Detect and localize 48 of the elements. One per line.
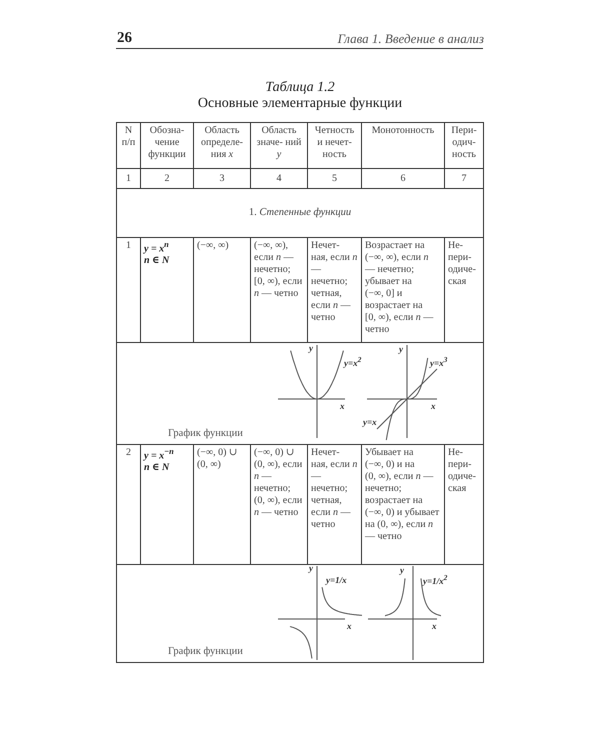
table-cell-text: Нечет- ная, если n — нечетно; четная, если n — четно <box>308 238 362 342</box>
curve-label: y=x <box>363 418 377 427</box>
axis-label: x <box>347 622 352 631</box>
column-number: 2 <box>140 168 194 188</box>
axis-label: y <box>399 345 403 354</box>
curve-label: y=1/x$^{2}$ <box>423 574 448 586</box>
table-cell-text: Возрастает на (−∞, ∞), если n — нечетно; убывает на (−∞, 0] и возрастает на [0, ∞), если n — четно <box>362 238 444 342</box>
axis-label: y <box>309 564 313 573</box>
table-cell-text: y = x$^{−n}$ n ∈ N <box>140 444 194 564</box>
table-number: Таблица 1.2 <box>264 80 336 96</box>
table-cell-text: Не- пери- одиче- ская <box>444 444 484 564</box>
column-header: Пери- одич- ность <box>444 122 484 168</box>
column-header: Область значе- ний y <box>250 122 308 168</box>
curve-label: y=x$^{2}$ <box>344 356 362 368</box>
axis-label: y <box>400 566 404 575</box>
table-cell-text: (−∞, ∞) <box>194 238 250 342</box>
column-header: Обозна- чение функции <box>140 122 194 168</box>
column-number: 3 <box>194 168 250 188</box>
graph-caption: График функции <box>168 429 243 440</box>
axis-label: x <box>340 402 344 411</box>
page-number: 26 <box>117 30 132 47</box>
curve-label: y=x$^{3}$ <box>430 356 448 368</box>
table-title: Основные элементарные функции <box>196 96 404 112</box>
column-header: N п/п <box>116 122 140 168</box>
axis-label: x <box>432 622 436 631</box>
table-cell-text: (−∞, ∞), если n — нечетно; [0, ∞), если n — четно <box>250 238 308 342</box>
section-heading: 1. Степенные функции <box>116 188 484 238</box>
table-cell-text: y = x$^{n}$ n ∈ N <box>140 238 194 342</box>
column-number: 7 <box>444 168 484 188</box>
table-cell-text: Нечет- ная, если n — нечетно; четная, если n — четно <box>308 444 362 564</box>
axis-label: x <box>431 402 436 411</box>
column-header: Монотонность <box>362 122 444 168</box>
axis-label: y <box>309 344 313 353</box>
column-number: 6 <box>362 168 444 188</box>
table-cell-text: Не- пери- одиче- ская <box>444 238 484 342</box>
table-cell-text: (−∞, 0) ∪ (0, ∞) <box>194 444 250 564</box>
column-number: 5 <box>308 168 362 188</box>
column-number: 1 <box>116 168 140 188</box>
table-cell-text: 2 <box>116 444 140 564</box>
table-cell-text: 1 <box>116 238 140 342</box>
running-head: Глава 1. Введение в анализ <box>338 31 484 47</box>
graph-caption: График функции <box>168 647 243 658</box>
table-cell-text: (−∞, 0) ∪ (0, ∞), если n — нечетно; (0, ∞), если n — четно <box>250 444 308 564</box>
column-header: Область определе- ния x <box>194 122 250 168</box>
curve-label: y=1/x <box>326 576 347 585</box>
column-header: Четность и нечет- ность <box>308 122 362 168</box>
column-number: 4 <box>250 168 308 188</box>
table-cell-text: Убывает на (−∞, 0) и на (0, ∞), если n — нечетно; возрастает на (−∞, 0) и убывает на (0, ∞), если n — четно <box>362 444 444 564</box>
